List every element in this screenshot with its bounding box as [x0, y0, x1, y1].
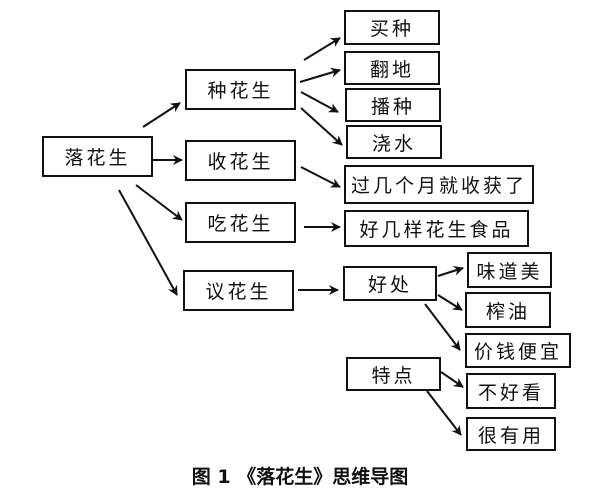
node-label: 好处 [367, 274, 412, 296]
node-not-pretty: 不好看 [466, 373, 556, 409]
node-label: 过几个月就收获了 [350, 175, 527, 197]
node-benefits: 好处 [343, 266, 437, 301]
arrow-harvest-to-months-harvest [300, 166, 341, 188]
node-cheap: 价钱便宜 [465, 333, 571, 368]
node-label: 议花生 [205, 281, 272, 303]
node-label: 落花生 [64, 147, 131, 169]
arrow-plant-to-sow [300, 91, 339, 113]
node-label: 种花生 [207, 80, 274, 102]
arrow-traits-to-very-useful [426, 390, 462, 436]
node-label: 很有用 [477, 424, 544, 447]
node-label: 特点 [371, 364, 416, 387]
node-label: 买种 [369, 18, 414, 40]
node-plant: 种花生 [185, 69, 296, 110]
node-buy-seeds: 买种 [344, 10, 440, 45]
node-foods: 好几样花生食品 [344, 210, 529, 247]
node-label: 翻地 [369, 58, 414, 81]
arrow-traits-to-not-pretty [440, 371, 464, 388]
node-harvest: 收花生 [185, 140, 296, 181]
node-tasty: 味道美 [467, 252, 552, 288]
arrow-root-to-discuss [118, 189, 178, 296]
node-label: 收花生 [207, 151, 274, 173]
node-traits: 特点 [346, 357, 441, 391]
node-root: 落花生 [42, 136, 153, 177]
node-plow: 翻地 [344, 51, 440, 85]
arrow-plant-to-plow [299, 67, 341, 83]
node-months-harvest: 过几个月就收获了 [344, 165, 534, 204]
node-very-useful: 很有用 [466, 417, 556, 451]
node-label: 味道美 [476, 260, 543, 283]
arrow-plant-to-water [300, 107, 343, 146]
arrow-root-to-plant [142, 102, 181, 128]
node-label: 价钱便宜 [473, 341, 562, 363]
node-sow: 播种 [345, 88, 441, 122]
figure-caption: 图 1 《落花生》思维导图 [191, 466, 409, 488]
node-label: 浇水 [371, 132, 416, 155]
node-label: 不好看 [477, 381, 544, 404]
node-label: 吃花生 [207, 213, 274, 235]
node-label: 好几样花生食品 [359, 219, 514, 241]
arrow-benefits-to-oil [437, 294, 463, 311]
node-label: 榨油 [485, 300, 530, 323]
arrow-benefits-to-tasty [437, 265, 464, 277]
node-label: 播种 [370, 95, 415, 118]
arrow-root-to-eat [135, 184, 183, 221]
arrow-benefits-to-cheap [424, 303, 461, 351]
node-eat: 吃花生 [185, 202, 296, 243]
node-water: 浇水 [346, 125, 442, 159]
node-discuss: 议花生 [183, 270, 294, 311]
arrow-plant-to-buy-seeds [303, 37, 341, 61]
node-oil: 榨油 [465, 292, 551, 328]
